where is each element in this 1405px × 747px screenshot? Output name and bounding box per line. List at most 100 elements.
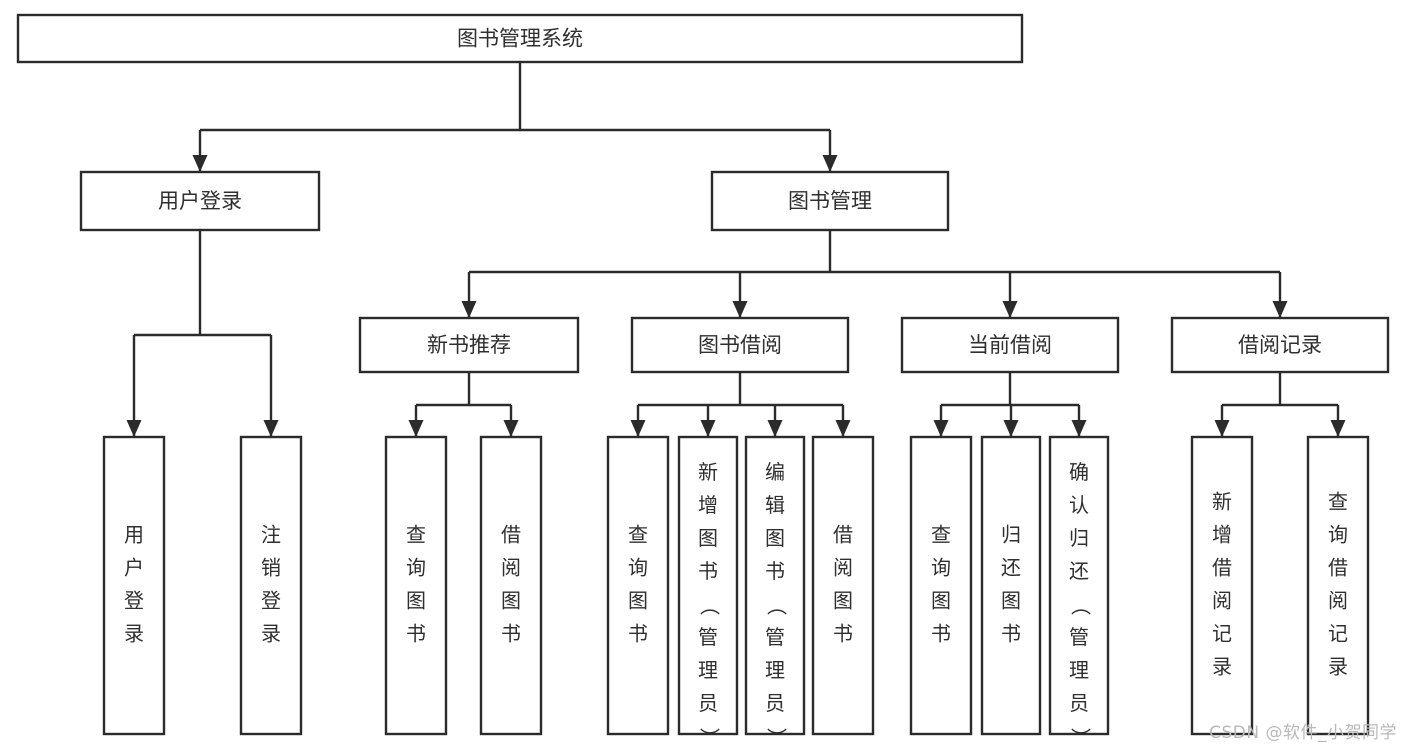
node-label-leaf-add-book-admin: 理	[698, 658, 718, 682]
arrow-head-icon	[700, 420, 716, 437]
node-label-leaf-add-book-admin: 增	[698, 493, 718, 517]
node-label-leaf-confirm-return-admin: （	[1069, 596, 1093, 616]
node-label-leaf-edit-book-admin: 员	[765, 691, 785, 715]
arrow-head-icon	[1330, 420, 1346, 437]
node-box-book-manage[interactable]	[710, 170, 950, 232]
node-book-borrow[interactable]: 图书借阅	[630, 316, 850, 374]
node-label-leaf-confirm-return-admin: 确	[1069, 460, 1089, 484]
node-label-leaf-edit-book-admin: ）	[765, 728, 789, 747]
node-label-leaf-user-logout: 录	[261, 622, 281, 646]
node-box-leaf-edit-book-admin[interactable]	[744, 435, 806, 736]
node-box-new-book-rec[interactable]	[358, 316, 580, 374]
node-root[interactable]: 图书管理系统	[16, 13, 1024, 64]
arrow-head-icon	[732, 301, 748, 318]
node-box-book-borrow[interactable]	[630, 316, 850, 374]
nodes-layer: 图书管理系统用户登录图书管理新书推荐图书借阅当前借阅借阅记录用户登录注销登录查询…	[16, 13, 1390, 747]
node-label-leaf-borrow-book: 借	[833, 523, 853, 547]
node-label-leaf-add-book-admin: 员	[698, 691, 718, 715]
node-user-login[interactable]: 用户登录	[79, 170, 321, 232]
node-label-leaf-add-borrow-record: 增	[1212, 523, 1232, 547]
node-current-borrow[interactable]: 当前借阅	[900, 316, 1120, 374]
node-box-leaf-query-borrow-record[interactable]	[1306, 435, 1370, 736]
connector-group-conn-current-borrow-bus	[933, 372, 1087, 437]
node-box-leaf-user-login[interactable]	[102, 435, 166, 736]
arrow-head-icon	[1003, 420, 1019, 437]
node-label-leaf-query-borrow-record: 借	[1328, 556, 1348, 580]
node-label-leaf-edit-book-admin: 图	[765, 526, 785, 550]
node-label-borrow-record: 借阅记录	[1238, 333, 1322, 357]
node-label-leaf-query-book-rec: 查	[406, 523, 426, 547]
node-box-leaf-user-logout[interactable]	[239, 435, 303, 736]
node-label-leaf-borrow-book: 书	[833, 622, 853, 646]
node-label-leaf-query-borrow-record: 录	[1328, 655, 1348, 679]
connector-group-conn-book-borrow-bus	[630, 372, 851, 437]
node-label-leaf-edit-book-admin: 理	[765, 658, 785, 682]
node-label-leaf-query-book-borrow: 书	[628, 622, 648, 646]
node-label-leaf-add-borrow-record: 录	[1212, 655, 1232, 679]
node-label-leaf-borrow-book-rec: 图	[501, 589, 521, 613]
node-box-leaf-borrow-book[interactable]	[811, 435, 875, 736]
node-label-leaf-edit-book-admin: 管	[765, 625, 785, 649]
node-label-leaf-borrow-book-rec: 借	[501, 523, 521, 547]
node-label-new-book-rec: 新书推荐	[427, 333, 511, 357]
node-box-leaf-return-book[interactable]	[980, 435, 1042, 736]
arrow-head-icon	[933, 420, 949, 437]
node-label-leaf-borrow-book-rec: 阅	[501, 556, 521, 580]
node-box-leaf-add-borrow-record[interactable]	[1190, 435, 1254, 736]
node-label-book-manage: 图书管理	[788, 189, 872, 213]
node-box-leaf-borrow-book-rec[interactable]	[479, 435, 543, 736]
node-label-leaf-query-borrow-record: 询	[1328, 523, 1348, 547]
node-label-leaf-query-book-borrow: 图	[628, 589, 648, 613]
node-label-leaf-add-borrow-record: 记	[1212, 622, 1232, 646]
node-leaf-user-login[interactable]: 用户登录	[102, 435, 166, 736]
node-label-leaf-add-borrow-record: 新	[1212, 490, 1232, 514]
node-label-leaf-return-book: 图	[1001, 589, 1021, 613]
node-label-leaf-edit-book-admin: 编	[765, 460, 785, 484]
node-box-leaf-query-book-rec[interactable]	[384, 435, 448, 736]
node-borrow-record[interactable]: 借阅记录	[1170, 316, 1390, 374]
node-box-root[interactable]	[16, 13, 1024, 64]
node-book-manage[interactable]: 图书管理	[710, 170, 950, 232]
arrow-head-icon	[767, 420, 783, 437]
node-box-current-borrow[interactable]	[900, 316, 1120, 374]
node-label-leaf-query-book-rec: 询	[406, 556, 426, 580]
node-label-leaf-confirm-return-admin: ）	[1069, 728, 1093, 747]
node-box-leaf-query-book-borrow[interactable]	[606, 435, 670, 736]
node-label-leaf-query-book-current: 询	[931, 556, 951, 580]
node-label-leaf-return-book: 还	[1001, 556, 1021, 580]
arrow-head-icon	[1272, 301, 1288, 318]
node-label-leaf-query-borrow-record: 查	[1328, 490, 1348, 514]
arrow-head-icon	[1071, 420, 1087, 437]
connector-group-conn-root-bus	[192, 62, 838, 172]
node-label-leaf-user-login: 录	[124, 622, 144, 646]
connectors-layer	[126, 62, 1346, 437]
node-box-leaf-query-book-current[interactable]	[909, 435, 973, 736]
arrow-head-icon	[461, 301, 477, 318]
node-label-leaf-add-book-admin: ）	[698, 728, 722, 747]
node-box-borrow-record[interactable]	[1170, 316, 1390, 374]
node-label-current-borrow: 当前借阅	[968, 333, 1052, 357]
arrow-head-icon	[835, 420, 851, 437]
arrow-head-icon	[192, 155, 208, 172]
connector-group-conn-book-manage-bus	[461, 230, 1288, 318]
node-label-leaf-borrow-book: 图	[833, 589, 853, 613]
node-label-leaf-query-book-borrow: 询	[628, 556, 648, 580]
node-box-user-login[interactable]	[79, 170, 321, 232]
node-box-leaf-confirm-return-admin[interactable]	[1048, 435, 1110, 736]
node-label-leaf-user-logout: 登	[261, 589, 281, 613]
node-new-book-rec[interactable]: 新书推荐	[358, 316, 580, 374]
node-box-leaf-add-book-admin[interactable]	[677, 435, 739, 736]
